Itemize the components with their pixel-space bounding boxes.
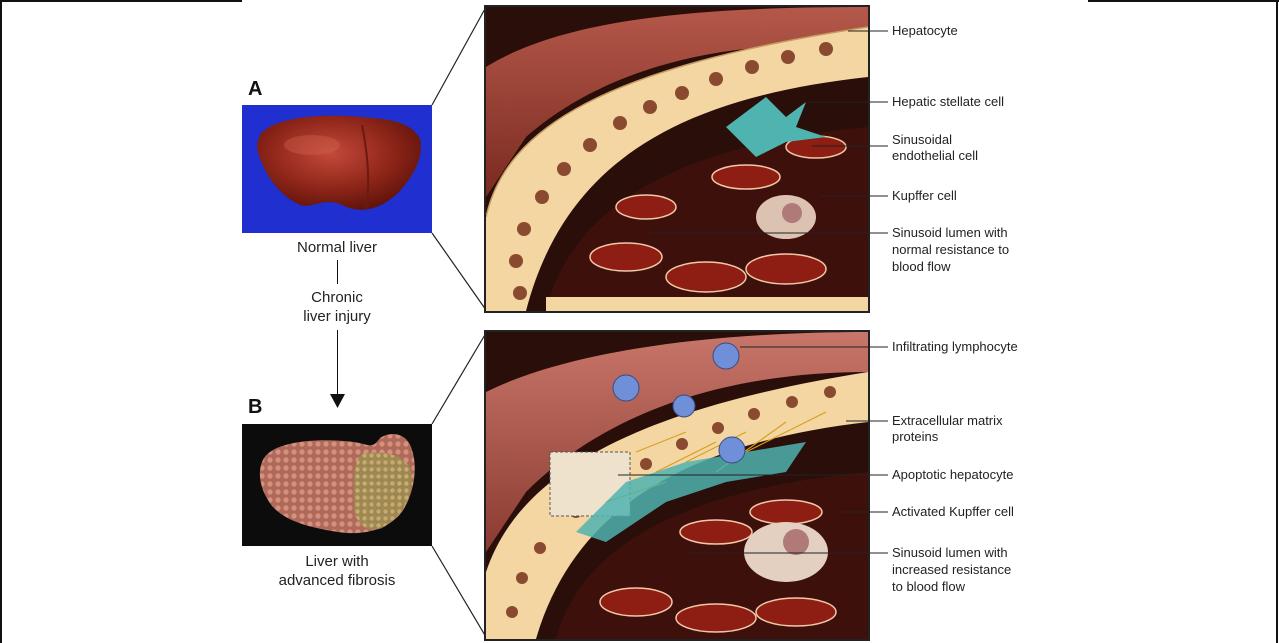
- label-hepatic-stellate-cell: Hepatic stellate cell: [892, 94, 1004, 110]
- label-kupffer-cell: Kupffer cell: [892, 188, 957, 204]
- label-sinusoidal-endothelial-line-2: endothelial cell: [892, 148, 978, 164]
- label-infiltrating-lymphocyte: Infiltrating lymphocyte: [892, 339, 1018, 355]
- label-hepatocyte: Hepatocyte: [892, 23, 958, 39]
- label-ecm-line-1: Extracellular matrix: [892, 413, 1003, 429]
- label-apoptotic-hepatocyte: Apoptotic hepatocyte: [892, 467, 1013, 483]
- label-lumen-fibrosis-line-3: to blood flow: [892, 579, 965, 595]
- label-ecm-line-2: proteins: [892, 429, 938, 445]
- label-lumen-normal-line-3: blood flow: [892, 259, 951, 275]
- label-lumen-fibrosis-line-1: Sinusoid lumen with: [892, 545, 1008, 561]
- label-sinusoidal-endothelial-line-1: Sinusoidal: [892, 132, 952, 148]
- label-lumen-fibrosis-line-2: increased resistance: [892, 562, 1011, 578]
- label-lumen-normal-line-1: Sinusoid lumen with: [892, 225, 1008, 241]
- label-lumen-normal-line-2: normal resistance to: [892, 242, 1009, 258]
- label-activated-kupffer-cell: Activated Kupffer cell: [892, 504, 1014, 520]
